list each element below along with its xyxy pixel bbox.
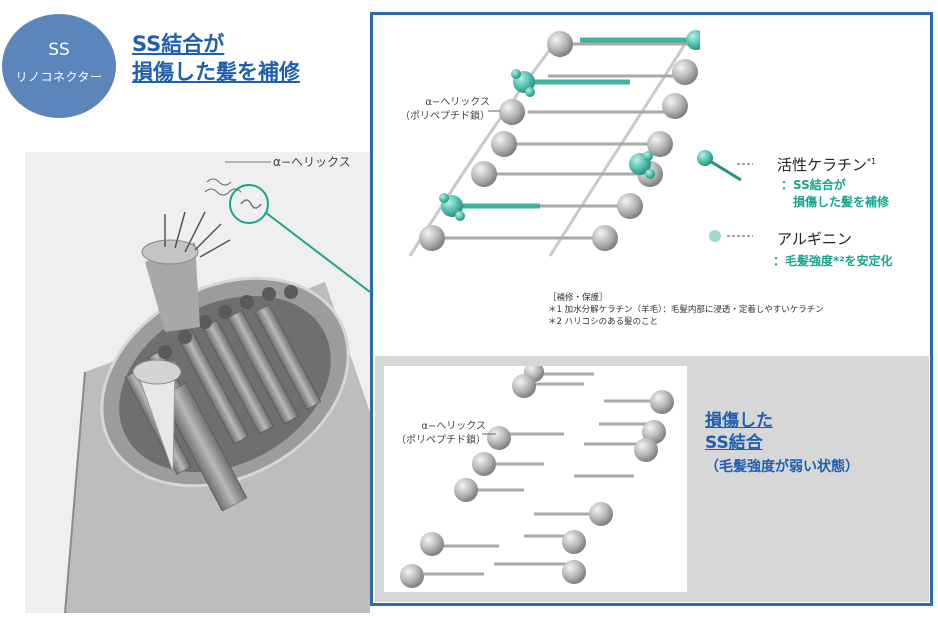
- badge-line-1: SS: [48, 40, 70, 60]
- damaged-helix-diagram: [384, 362, 687, 592]
- active-keratin-desc: ：SS結合が 損傷した髪を補修: [781, 177, 889, 211]
- active-keratin-icon: [697, 150, 713, 166]
- damaged-helix-label-line-1: α−へリックス: [421, 421, 486, 432]
- active-keratin-name: 活性ケラチン: [777, 156, 868, 174]
- active-keratin-desc-2: 損傷した髪を補修: [793, 195, 890, 209]
- repaired-helix-label-line-1: α−へリックス: [425, 97, 490, 108]
- footnote-header: ［補修・保護］: [548, 293, 608, 303]
- legend-item-arginine: アルギニン: [777, 230, 852, 248]
- damaged-ss-bond-caption: 損傷した SS結合 （毛髪強度が弱い状態）: [705, 410, 859, 476]
- arginine-desc: ：毛髪強度*²を安定化: [773, 254, 893, 268]
- repaired-helix-label-line-2: （ポリペプチド鎖）: [400, 111, 490, 122]
- ss-renoconnector-badge: SS リノコネクター: [2, 14, 116, 118]
- damaged-title-1: 損傷した: [705, 411, 773, 431]
- footnote-2: ＊2 ハリコシのある髪のこと: [548, 317, 659, 327]
- footnotes: ［補修・保護］ ＊1 加水分解ケラチン（羊毛）：毛髪内部に浸透・定着しやすいケラ…: [548, 292, 824, 328]
- repaired-helix-diagram: [400, 16, 706, 261]
- headline-line-1: SS結合が: [132, 32, 225, 56]
- hair-structure-illustration: α−へリックス: [25, 152, 371, 614]
- active-keratin-desc-1: ：SS結合が: [781, 178, 846, 192]
- damaged-helix-label: α−へリックス （ポリペプチド鎖）: [386, 420, 486, 448]
- headline: SS結合が 損傷した髪を補修: [132, 30, 300, 86]
- active-keratin-sup: *1: [867, 157, 877, 166]
- arginine-icon: [709, 230, 721, 242]
- left-helix-label: α−へリックス: [273, 155, 351, 169]
- legend-item-active-keratin: 活性ケラチン*1: [777, 154, 876, 175]
- damaged-title-2: SS結合: [705, 433, 763, 453]
- damaged-note: （毛髪強度が弱い状態）: [705, 459, 859, 475]
- badge-line-2: リノコネクター: [15, 70, 103, 84]
- legend: 活性ケラチン*1 ：SS結合が 損傷した髪を補修 アルギニン ：毛髪強度*²を安…: [693, 146, 933, 276]
- damaged-helix-label-line-2: （ポリペプチド鎖）: [396, 435, 486, 446]
- headline-line-2: 損傷した髪を補修: [132, 60, 300, 84]
- footnote-1: ＊1 加水分解ケラチン（羊毛）：毛髪内部に浸透・定着しやすいケラチン: [548, 305, 824, 315]
- repaired-helix-label: α−へリックス （ポリペプチド鎖）: [390, 96, 490, 124]
